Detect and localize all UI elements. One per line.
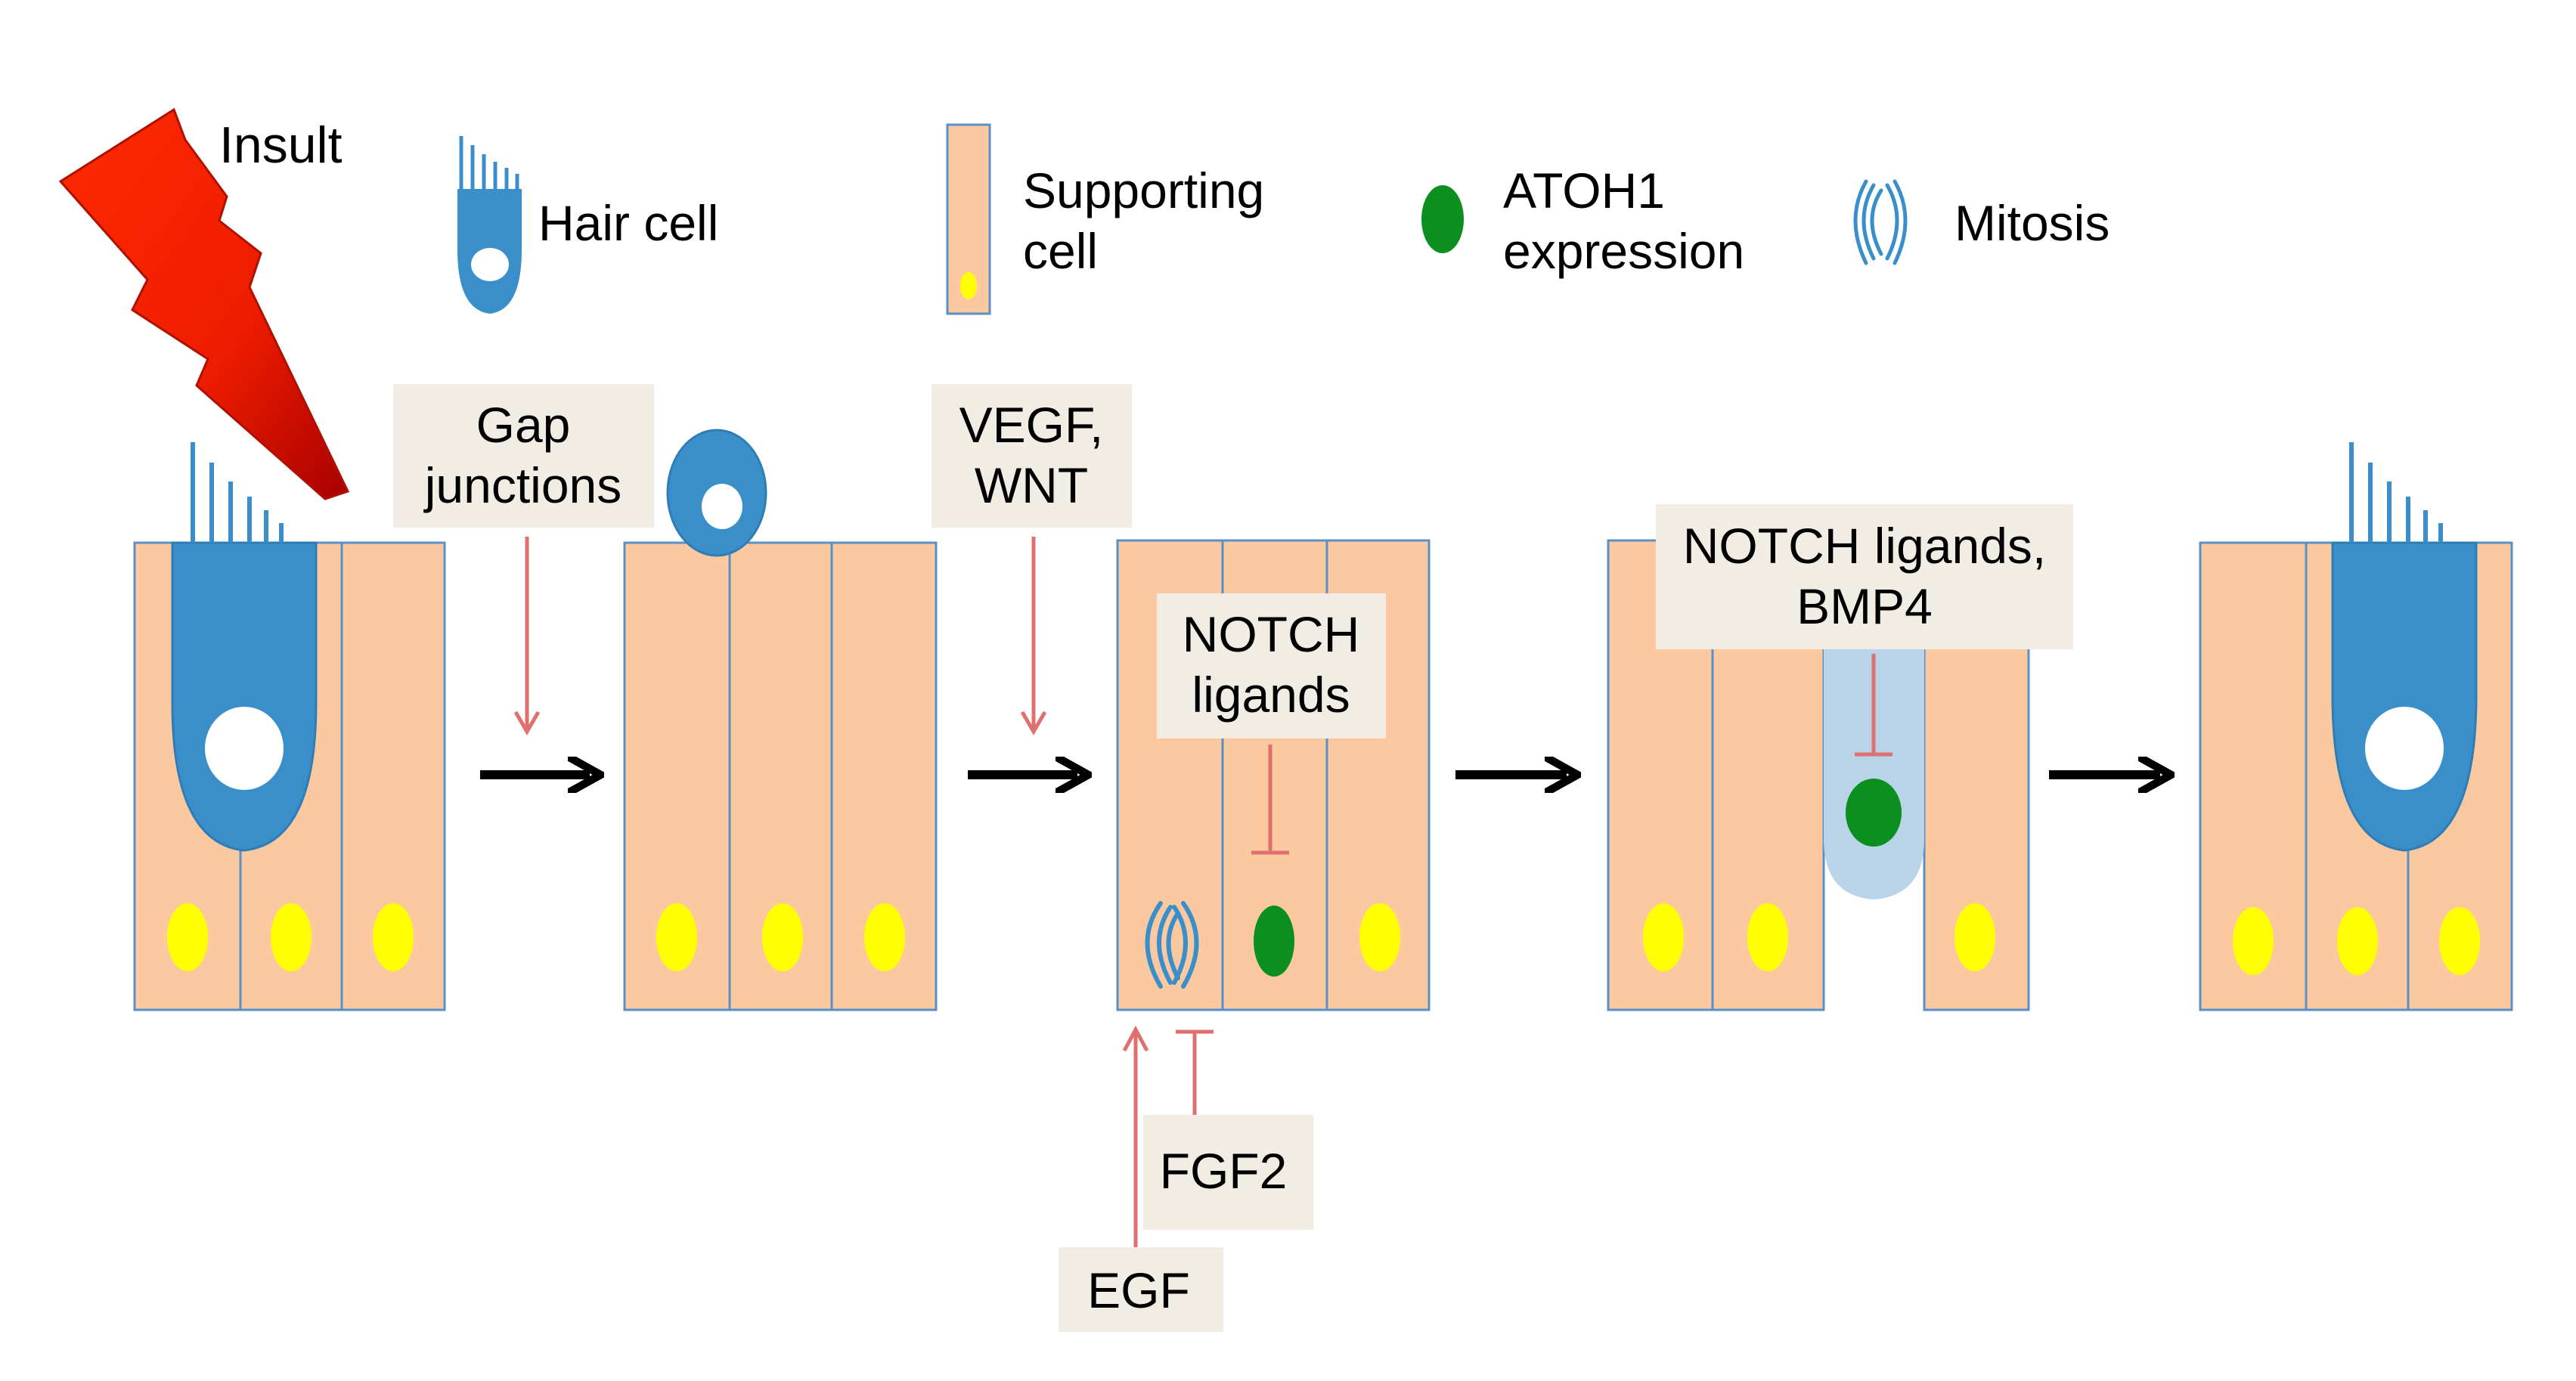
supporting-cell-icon [946,123,991,315]
hair-cell [171,442,318,852]
notch-bmp4-label-1: NOTCH ligands, [1683,518,2046,574]
gap-junctions-label-1: Gap [476,397,571,453]
extruded-hair-cell [666,429,767,557]
lightning-bolt-icon [58,107,350,500]
notch-bmp4-signal: NOTCH ligands, BMP4 [1656,504,2073,757]
legend-mitosis-label: Mitosis [1954,195,2109,251]
hair-cell-icon [457,136,522,314]
gap-junctions-label-2: junctions [423,457,622,513]
legend: Insult Hair cell Supporting cell ATOH1 e… [58,107,2109,500]
mitosis-icon [1853,179,1908,265]
regenerated-hair-cell [2331,442,2478,852]
panel-2-hair-cell-loss [623,429,938,1011]
legend-supporting-label-1: Supporting [1023,163,1264,218]
notch-ligands-label-1: NOTCH [1183,606,1360,662]
notch-bmp4-label-2: BMP4 [1796,578,1933,634]
atoh1-positive-nucleus-2 [1846,779,1902,847]
legend-supporting-label-2: cell [1023,223,1098,279]
vegf-wnt-signal: VEGF, WNT [932,384,1132,736]
egf-signal: EGF [1059,1025,1223,1332]
mitosis-cell [1145,901,1199,989]
fgf2-label: FGF2 [1160,1143,1288,1199]
vegf-wnt-label-2: WNT [975,457,1088,513]
atoh1-dot-icon [1421,185,1464,253]
legend-hair-cell-label: Hair cell [538,195,718,251]
legend-atoh1-label-2: expression [1503,223,1744,279]
fgf2-signal: FGF2 [1143,1030,1313,1230]
atoh1-positive-nucleus [1254,906,1294,977]
legend-insult-label: Insult [219,116,343,174]
egf-label: EGF [1087,1262,1190,1318]
panel-5-regenerated [2199,442,2513,1011]
notch-ligands-signal: NOTCH ligands [1157,593,1386,855]
gap-junctions-signal: Gap junctions [393,384,654,736]
panel-1-intact [133,442,446,1011]
notch-ligands-label-2: ligands [1192,667,1350,723]
vegf-wnt-label-1: VEGF, [959,397,1104,453]
legend-atoh1-label-1: ATOH1 [1503,163,1665,218]
